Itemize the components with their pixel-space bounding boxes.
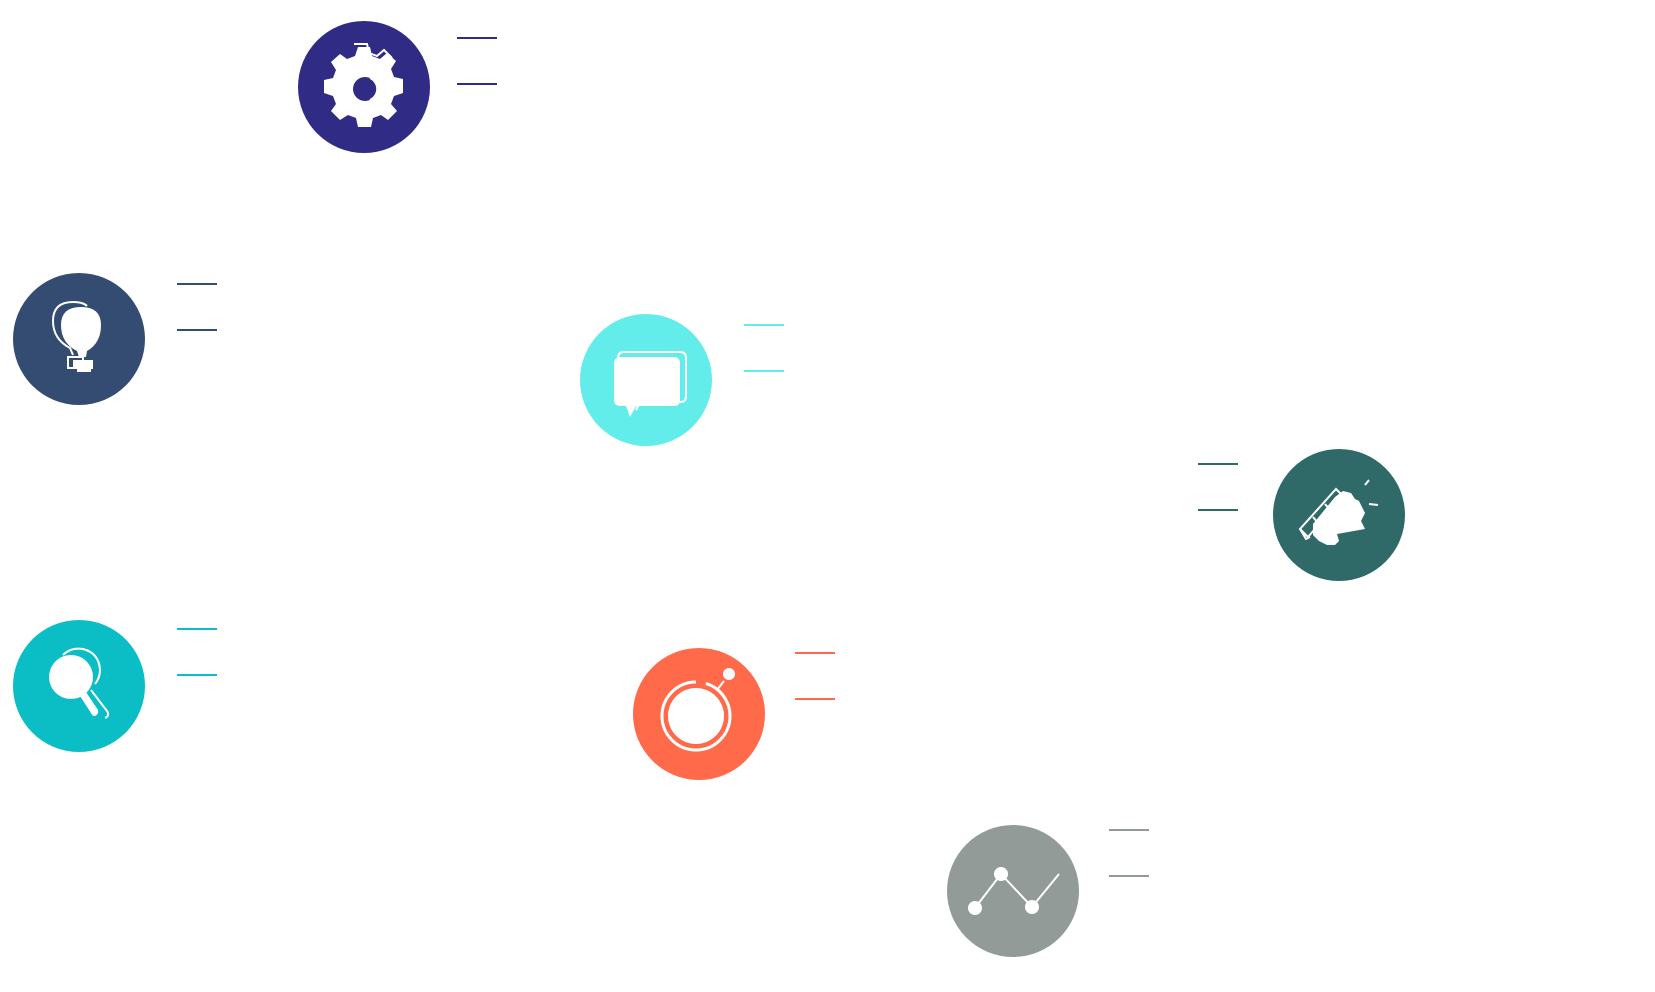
subtitle-placeholder-line	[177, 329, 217, 331]
chat-bubble-icon	[614, 351, 687, 417]
subtitle-placeholder-line	[1109, 875, 1149, 877]
lightbulb-icon	[51, 300, 101, 372]
node-megaphone	[1198, 449, 1405, 581]
megaphone-circle	[1273, 449, 1405, 581]
title-placeholder-line	[1198, 463, 1238, 465]
title-placeholder-line	[457, 37, 497, 39]
subtitle-placeholder-line	[1198, 509, 1238, 511]
magnifier-icon	[49, 647, 110, 719]
title-placeholder-line	[744, 324, 784, 326]
lightbulb-circle	[13, 273, 145, 405]
gear-circle	[298, 21, 430, 153]
line-chart-icon	[968, 867, 1060, 915]
node-target	[633, 648, 835, 780]
title-placeholder-line	[795, 652, 835, 654]
title-placeholder-line	[1109, 829, 1149, 831]
gear-icon	[324, 43, 403, 127]
megaphone-icon	[1298, 479, 1379, 545]
analytics-circle	[947, 825, 1079, 957]
node-analytics	[947, 825, 1149, 957]
subtitle-placeholder-line	[177, 674, 217, 676]
title-placeholder-line	[177, 283, 217, 285]
search-circle	[13, 620, 145, 752]
node-search	[13, 620, 217, 752]
chat-circle	[580, 314, 712, 446]
title-placeholder-line	[177, 628, 217, 630]
node-gear	[298, 21, 497, 153]
target-circle	[633, 648, 765, 780]
node-chat	[580, 314, 784, 446]
node-lightbulb	[13, 273, 217, 405]
subtitle-placeholder-line	[795, 698, 835, 700]
subtitle-placeholder-line	[744, 370, 784, 372]
ring-target-icon	[660, 668, 735, 752]
subtitle-placeholder-line	[457, 83, 497, 85]
